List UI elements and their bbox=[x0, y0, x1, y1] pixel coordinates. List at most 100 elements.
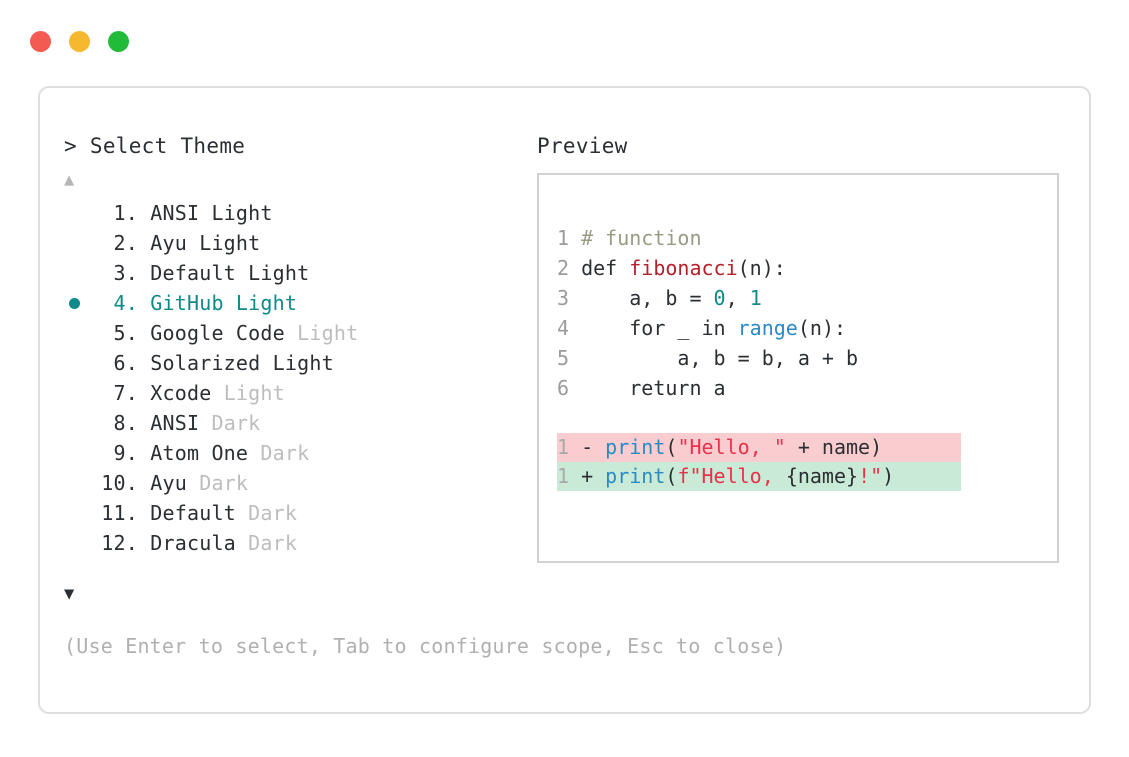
code-token: ) bbox=[882, 464, 895, 488]
code-token: (n): bbox=[737, 256, 786, 280]
theme-item-name: Dracula bbox=[138, 531, 236, 555]
code-line: 3 a, b = 0, 1 bbox=[557, 283, 1057, 313]
theme-item-index: 11. bbox=[101, 501, 138, 525]
theme-list: 1. ANSI Light 2. Ayu Light 3. Default Li… bbox=[64, 198, 504, 558]
window-controls bbox=[30, 31, 129, 52]
theme-list-item[interactable]: 8. ANSI Dark bbox=[64, 408, 504, 438]
theme-item-name: ANSI Light bbox=[138, 201, 273, 225]
code-gutter-space bbox=[569, 316, 581, 340]
theme-item-variant: Dark bbox=[235, 501, 298, 525]
theme-item-variant: Dark bbox=[199, 411, 261, 435]
diff-line: 1 + print(f"Hello, {name}!") bbox=[557, 462, 961, 491]
theme-list-item[interactable]: 4. GitHub Light bbox=[64, 288, 504, 318]
code-line-number: 3 bbox=[557, 286, 570, 310]
theme-item-name: Atom One bbox=[138, 441, 249, 465]
diff-marker: - bbox=[569, 435, 606, 459]
theme-list-item[interactable]: 10. Ayu Dark bbox=[64, 468, 504, 498]
theme-item-name: Default Light bbox=[138, 261, 310, 285]
code-token: fibonacci bbox=[629, 256, 738, 280]
code-gutter-space bbox=[569, 226, 581, 250]
code-token: return a bbox=[581, 376, 726, 400]
theme-list-item[interactable]: 12. Dracula Dark bbox=[64, 528, 504, 558]
theme-item-variant: Light bbox=[284, 321, 359, 345]
code-token: f"Hello, bbox=[677, 464, 786, 488]
theme-item-index: 3. bbox=[101, 261, 138, 285]
code-gutter-space bbox=[569, 256, 581, 280]
theme-item-index: 6. bbox=[101, 351, 138, 375]
preview-header: Preview bbox=[537, 134, 628, 158]
minimize-window-button[interactable] bbox=[69, 31, 90, 52]
keyboard-hint: (Use Enter to select, Tab to configure s… bbox=[64, 634, 787, 658]
theme-item-index: 7. bbox=[101, 381, 138, 405]
code-line: 5 a, b = b, a + b bbox=[557, 343, 1057, 373]
theme-list-item[interactable]: 11. Default Dark bbox=[64, 498, 504, 528]
code-gutter-space bbox=[569, 286, 581, 310]
maximize-window-button[interactable] bbox=[108, 31, 129, 52]
close-window-button[interactable] bbox=[30, 31, 51, 52]
theme-list-item[interactable]: 5. Google Code Light bbox=[64, 318, 504, 348]
code-token: ( bbox=[665, 435, 678, 459]
theme-item-index: 4. bbox=[101, 291, 138, 315]
prompt-header: > Select Theme bbox=[64, 134, 246, 158]
theme-list-item[interactable]: 3. Default Light bbox=[64, 258, 504, 288]
code-token: print bbox=[605, 464, 666, 488]
code-token: for _ in bbox=[581, 316, 738, 340]
code-token: {name} bbox=[785, 464, 859, 488]
diff-line-number: 1 bbox=[557, 435, 570, 459]
code-token: 0 bbox=[713, 286, 726, 310]
theme-item-variant: Dark bbox=[186, 471, 249, 495]
code-token: a, b = b, a + b bbox=[581, 346, 859, 370]
code-token: !" bbox=[858, 464, 883, 488]
code-token: ( bbox=[665, 464, 678, 488]
code-line-number: 6 bbox=[557, 376, 570, 400]
code-token: def bbox=[581, 256, 630, 280]
theme-item-index: 9. bbox=[101, 441, 138, 465]
diff-marker: + bbox=[569, 464, 606, 488]
theme-item-name: Solarized Light bbox=[138, 351, 334, 375]
scroll-up-icon[interactable]: ▲ bbox=[64, 170, 75, 190]
theme-item-variant: Dark bbox=[235, 531, 298, 555]
theme-list-item[interactable]: 6. Solarized Light bbox=[64, 348, 504, 378]
code-line-number: 4 bbox=[557, 316, 570, 340]
theme-item-name: ANSI bbox=[138, 411, 200, 435]
theme-item-index: 5. bbox=[101, 321, 138, 345]
theme-list-item[interactable]: 2. Ayu Light bbox=[64, 228, 504, 258]
code-token: a, b = bbox=[581, 286, 714, 310]
theme-item-name: Default bbox=[138, 501, 236, 525]
theme-item-index: 10. bbox=[101, 471, 138, 495]
diff-line-number: 1 bbox=[557, 464, 570, 488]
theme-list-item[interactable]: 7. Xcode Light bbox=[64, 378, 504, 408]
theme-item-index: 8. bbox=[101, 411, 138, 435]
code-token: (n): bbox=[797, 316, 847, 340]
theme-item-variant: Light bbox=[211, 381, 285, 405]
code-line: 4 for _ in range(n): bbox=[557, 313, 1057, 343]
theme-item-name: Ayu Light bbox=[138, 231, 261, 255]
code-line-number: 2 bbox=[557, 256, 570, 280]
theme-item-index: 12. bbox=[101, 531, 138, 555]
theme-selector-panel: > Select Theme Preview ▲ ▼ 1. ANSI Light… bbox=[38, 86, 1091, 714]
code-token: , bbox=[725, 286, 750, 310]
scroll-down-icon[interactable]: ▼ bbox=[64, 584, 75, 604]
theme-list-item[interactable]: 9. Atom One Dark bbox=[64, 438, 504, 468]
selected-bullet-icon bbox=[69, 297, 80, 309]
code-line-number: 5 bbox=[557, 346, 570, 370]
code-gutter-space bbox=[569, 376, 581, 400]
theme-item-index: 1. bbox=[101, 201, 138, 225]
code-token: "Hello, " bbox=[677, 435, 786, 459]
diff-line: 1 - print("Hello, " + name) bbox=[557, 433, 961, 462]
code-line: 6 return a bbox=[557, 373, 1057, 403]
theme-item-name: Xcode bbox=[138, 381, 212, 405]
theme-list-item[interactable]: 1. ANSI Light bbox=[64, 198, 504, 228]
code-token: # function bbox=[581, 226, 702, 250]
code-gutter-space bbox=[569, 346, 581, 370]
code-token: + name) bbox=[785, 435, 883, 459]
selection-indicator-cell bbox=[64, 297, 94, 309]
code-token: range bbox=[737, 316, 798, 340]
code-line: 2 def fibonacci(n): bbox=[557, 253, 1057, 283]
theme-item-name: Ayu bbox=[138, 471, 187, 495]
theme-item-name: Google Code bbox=[138, 321, 285, 345]
code-blank-line bbox=[557, 403, 1057, 433]
theme-item-name: GitHub Light bbox=[138, 291, 298, 315]
